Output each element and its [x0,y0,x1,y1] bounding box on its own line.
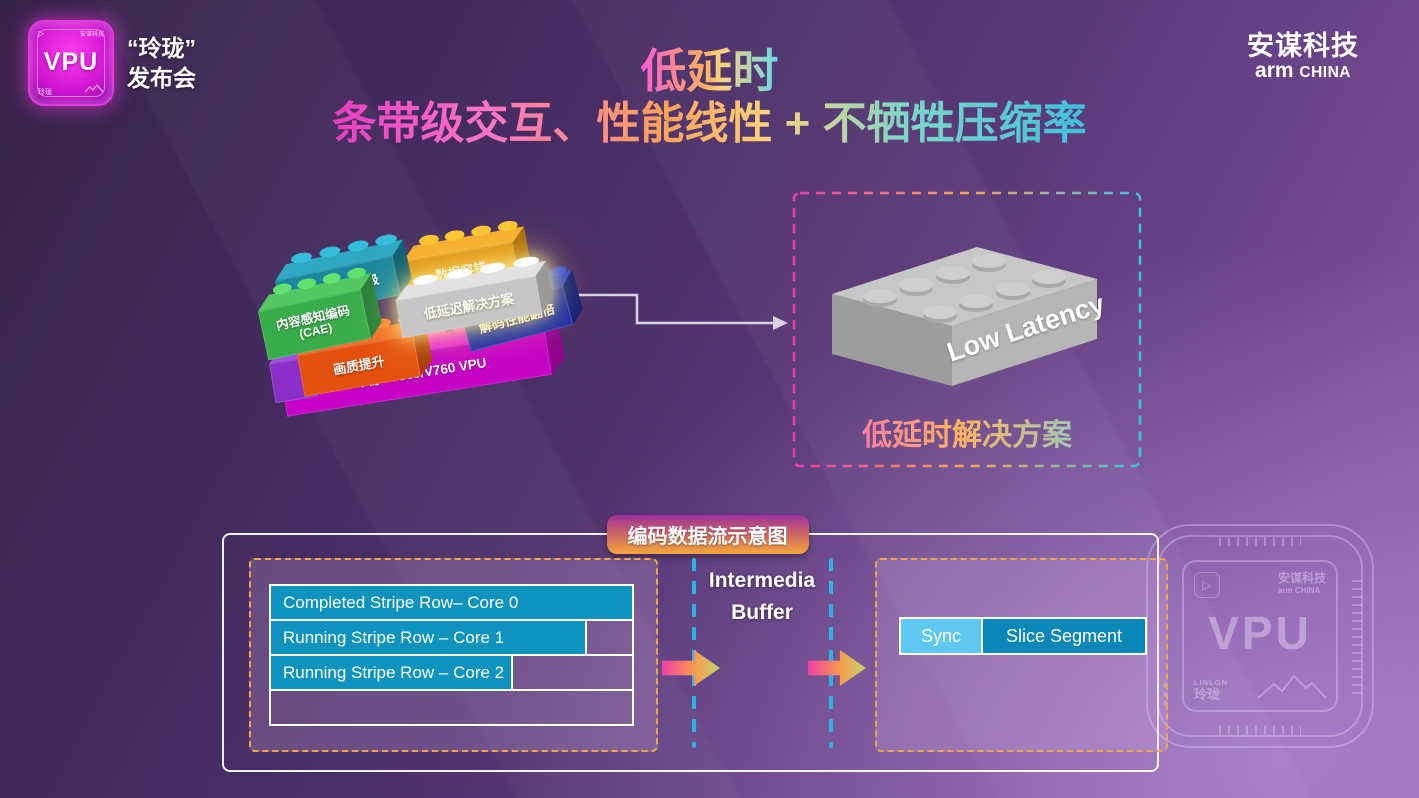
page-title-line2: 条带级交互、性能线性 + 不牺牲压缩率 [332,99,1087,149]
chip-bus-right [1352,577,1361,695]
stripe-row-0: Completed Stripe Row– Core 0 [269,584,634,621]
page-title-line1: 低延时 [640,45,779,97]
output-box: Sync Slice Segment [875,558,1168,752]
watermark-brand-en: arm CHINA [1277,585,1321,595]
page-title: 低延时 条带级交互、性能线性 + 不牺牲压缩率 [0,44,1419,150]
vpu-chip-watermark: ▷ 安谋科技 arm CHINA VPU LINLON 玲珑 [1146,524,1374,748]
event-title: “玲珑” 发布会 [127,34,196,94]
event-title-line1: “玲珑” [127,35,196,61]
low-latency-brick: Low Latency [832,247,1108,386]
play-icon: ▷ [1194,572,1220,598]
event-title-line2: 发布会 [127,64,196,91]
solution-caption: 低延时解决方案 [792,410,1142,454]
dataflow-tag: 编码数据流示意图 [606,515,809,554]
badge-brand-small: 安谋科技 [79,32,104,38]
mountain-icon [1257,674,1327,699]
badge-name-small: 玲珑 [38,89,52,96]
stripe-row-2: Running Stripe Row – Core 2 [269,654,634,691]
flow-arrow-left [662,650,720,686]
watermark-brand: 安谋科技 arm CHINA [1277,571,1326,595]
watermark-brand-cn: 安谋科技 [1277,571,1326,585]
encode-dataflow-panel: 编码数据流示意图 Completed Stripe Row– Core 0 Ru… [222,515,1168,772]
chip-die: ▷ 安谋科技 arm CHINA VPU LINLON 玲珑 [1182,560,1338,712]
watermark-linlon: LINLON 玲珑 [1194,678,1228,702]
vpu-badge-frame [37,29,105,97]
chip-dots [1163,683,1168,688]
low-latency-solution-box: Low Latency 低延时解决方案 [792,191,1142,468]
watermark-vpu-label: VPU [1208,607,1312,659]
vpu-badge: ▷ 安谋科技 VPU 玲珑 [28,20,114,106]
intermedia-buffer-label: Intermedia Buffer [708,569,816,624]
chip-outline-outer [1146,524,1374,748]
stripe-rows-box: Completed Stripe Row– Core 0 Running Str… [249,558,658,752]
arm-china-logo: 安谋科技 arm CHINA [1223,32,1383,82]
buffer-boundary-right [829,558,833,748]
badge-vpu-label: VPU [43,48,99,76]
flow-arrow-right [808,650,866,686]
badge-mountain-icon [84,80,104,98]
arm-china-logo-en: arm CHINA [1255,59,1351,83]
badge-play-icon: ▷ [38,29,45,38]
stripe-table: Completed Stripe Row– Core 0 Running Str… [269,584,634,726]
arm-china-logo-cn: 安谋科技 [1247,31,1359,61]
slice-bar: Sync Slice Segment [899,617,1147,655]
stripe-row-3 [269,689,634,726]
sync-segment: Sync [901,619,983,653]
chip-pins-top [1218,537,1302,546]
gradient-dashed-border [792,191,1142,468]
stripe-row-1: Running Stripe Row – Core 1 [269,619,634,656]
chip-pins-bottom [1218,726,1302,735]
slice-segment: Slice Segment [983,619,1145,653]
